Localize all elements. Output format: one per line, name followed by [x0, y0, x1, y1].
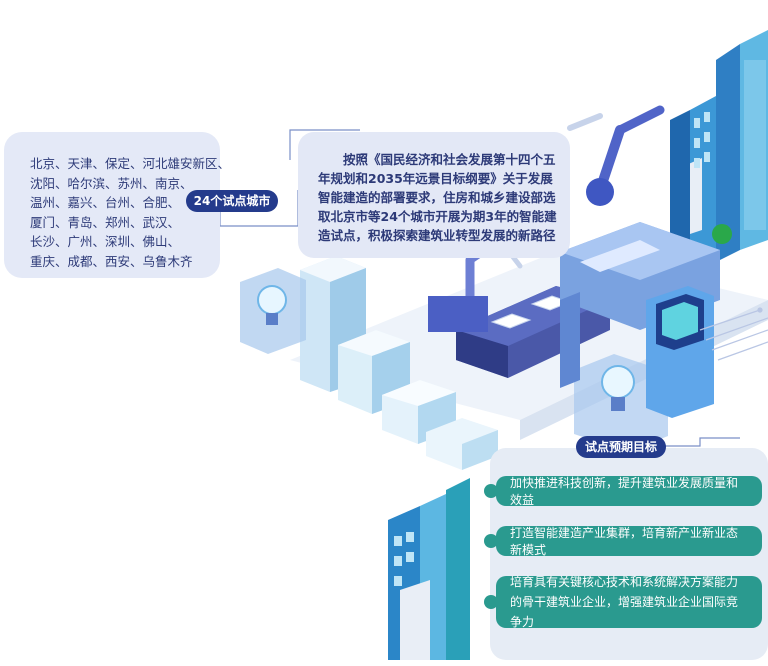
expected-goals-label: 试点预期目标 — [576, 436, 666, 458]
circuit-lines — [699, 307, 768, 361]
goal-bullet — [484, 534, 498, 548]
kiosk-terminal — [646, 286, 714, 418]
goal-item: 加快推进科技创新，提升建筑业发展质量和效益 — [496, 476, 762, 507]
policy-description: 按照《国民经济和社会发展第十四个五年规划和2035年远景目标纲要》关于发展智能建… — [318, 152, 557, 243]
skyscrapers-bottom-left — [388, 478, 470, 660]
goal-item: 培育具有关键核心技术和系统解决方案能力的骨干建筑业企业，增强建筑业企业国际竞争力 — [496, 575, 762, 629]
green-dot — [712, 224, 732, 244]
goal-item: 打造智能建造产业集群，培育新产业新业态新模式 — [496, 526, 762, 557]
city-line: 北京、天津、保定、河北雄安新区、 — [30, 156, 231, 171]
stair-blocks — [300, 256, 498, 470]
city-line: 沈阳、哈尔滨、苏州、南京、 — [30, 175, 193, 191]
goal-bullet — [484, 484, 498, 498]
lightbulb-box-left — [240, 268, 306, 354]
city-line: 长沙、广州、深圳、佛山、 — [30, 234, 181, 249]
pilot-cities-label: 24个试点城市 — [186, 190, 278, 212]
policy-panel — [298, 132, 570, 258]
pilot-city-list: 北京、天津、保定、河北雄安新区、 沈阳、哈尔滨、苏州、南京、 温州、嘉兴、台州、… — [30, 154, 231, 271]
city-line: 温州、嘉兴、台州、合肥、 — [30, 195, 181, 210]
lightbulb-box-right — [574, 354, 668, 452]
skyscrapers-top-right — [670, 30, 768, 270]
city-line: 厦门、青岛、郑州、武汉、 — [30, 214, 181, 230]
pilot-cities-panel — [4, 132, 220, 278]
city-line: 重庆、成都、西安、乌鲁木齐 — [30, 253, 193, 269]
goal-bullet — [484, 595, 498, 609]
robot-arm-upper — [567, 105, 665, 206]
